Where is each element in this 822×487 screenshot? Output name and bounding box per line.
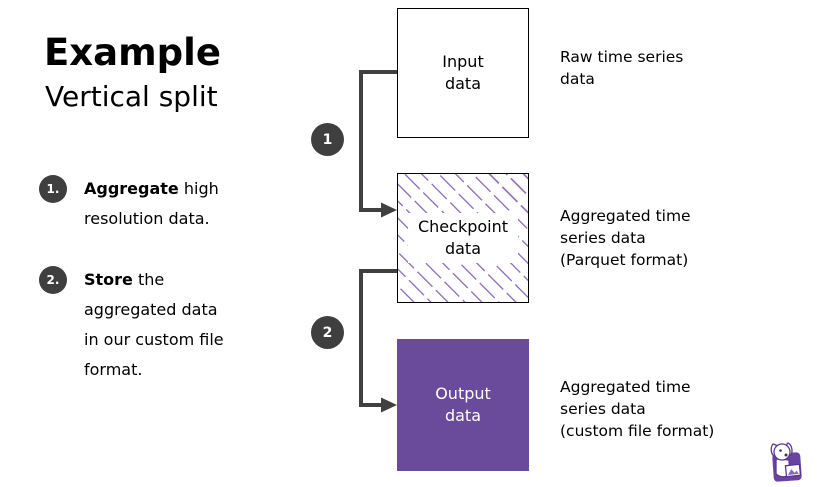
step-2-text: Store the aggregated data in our custom … [84,265,256,385]
flow-box-checkpoint: Checkpoint data [397,173,529,303]
step-1-number-badge: 1. [39,175,67,203]
flow-box-output: Output data [397,339,529,471]
flow-box-input-label: Input data [442,52,484,93]
flow-box-input: Input data [397,8,529,138]
step-1-rest-text: high resolution data. [84,179,219,228]
connector-arrow-1 [359,70,397,212]
arrowhead-icon [381,202,397,218]
slide-title: Example [44,31,221,74]
slide-subtitle: Vertical split [45,80,218,113]
annotation-checkpoint: Aggregated time series data (Parquet for… [560,207,691,269]
arrowhead-icon [381,397,397,413]
connector-1-badge: 1 [311,123,344,156]
annotation-output: Aggregated time series data (custom file… [560,378,715,440]
step-1-text: Aggregate high resolution data. [84,174,256,234]
step-2-rest-text: the aggregated data in our custom file f… [84,270,224,379]
annotation-input: Raw time series data [560,48,684,88]
step-2-lead-word: Store [84,270,133,289]
connector-arrow-2 [359,269,397,407]
flow-box-checkpoint-label: Checkpoint data [407,213,519,263]
step-1-lead-word: Aggregate [84,179,179,198]
connector-2-badge: 2 [311,316,344,349]
step-2-number-badge: 2. [39,266,67,294]
flow-box-output-label: Output data [435,384,491,425]
datadog-bits-logo-icon [770,442,802,482]
